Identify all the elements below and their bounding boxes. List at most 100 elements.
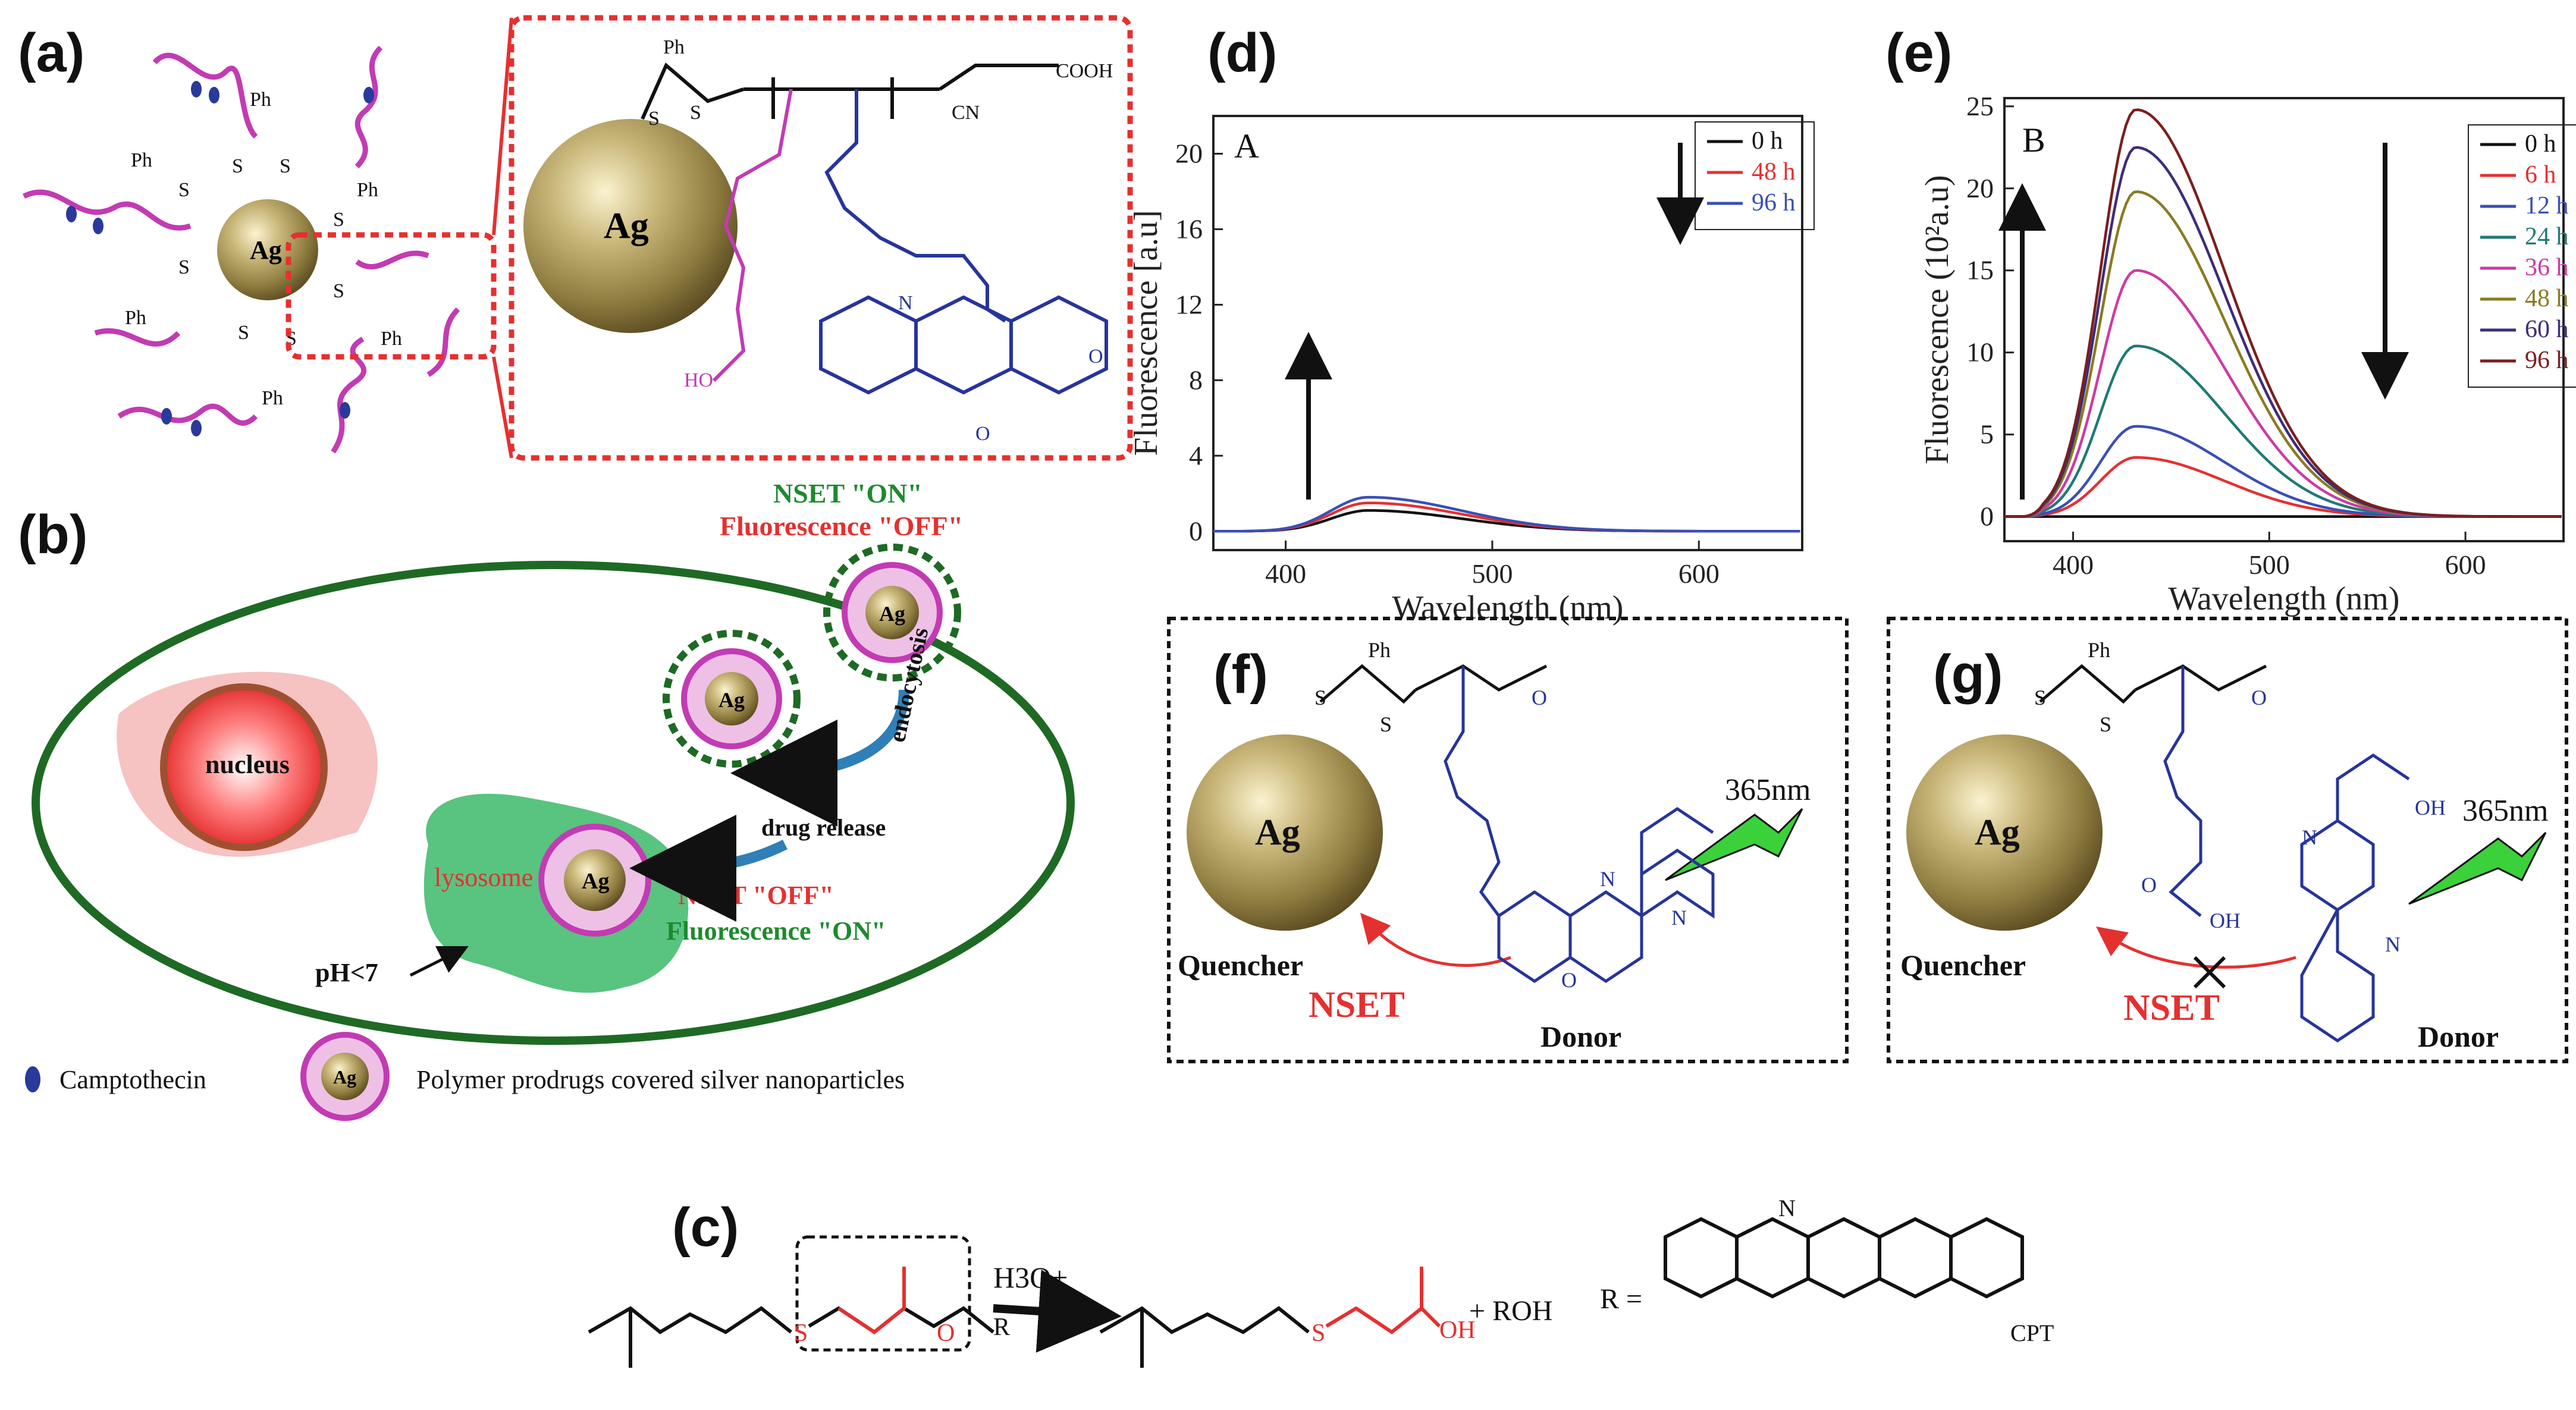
zoom-box-large — [509, 15, 1133, 461]
y-axis-label: Fluorescence [a.u] — [1128, 210, 1165, 456]
zoom-box-small — [285, 232, 497, 360]
legend-label: 6 h — [2525, 161, 2556, 189]
y-tick-label: 16 — [1175, 213, 1203, 244]
ph-arrow — [409, 946, 469, 977]
nset-blocked-g — [2193, 956, 2226, 989]
c-r-eq: R = — [1600, 1283, 1642, 1315]
svg-text:S: S — [238, 322, 249, 344]
donor-g: Donor — [2418, 1020, 2499, 1053]
svg-text:S: S — [333, 280, 344, 302]
structure-f — [1319, 664, 1715, 984]
y-tick-label: 10 — [1966, 337, 1994, 368]
y-tick-label: 0 — [1980, 501, 1994, 532]
plot-frame — [2003, 97, 2565, 542]
svg-text:Ph: Ph — [381, 328, 402, 350]
release-arrow — [629, 814, 788, 922]
donor-f: Donor — [1540, 1020, 1621, 1053]
fluor-off-label: Fluorescence "OFF" — [720, 511, 963, 541]
svg-text:S: S — [648, 108, 660, 130]
svg-text:S: S — [2100, 712, 2111, 736]
series-line — [2004, 456, 2562, 518]
quencher-f: Quencher — [1178, 949, 1303, 982]
x-tick-label: 500 — [1471, 558, 1513, 589]
inset-label: B — [2022, 121, 2045, 159]
zoom-structure — [641, 62, 1108, 395]
nset-arrow-g — [2095, 927, 2296, 969]
plot-frame — [1212, 115, 1803, 551]
svg-text:Ph: Ph — [663, 36, 685, 58]
legend-label: 0 h — [1752, 127, 1783, 155]
svg-text:COOH: COOH — [1056, 60, 1113, 82]
svg-text:S: S — [333, 209, 344, 231]
ph-label: pH<7 — [315, 958, 378, 987]
legend-drug-icon — [25, 1066, 40, 1092]
uv-g: 365nm — [2462, 794, 2548, 828]
c-cpt-label: CPT — [2010, 1320, 2054, 1346]
svg-text:N: N — [898, 292, 913, 314]
svg-text:O: O — [1088, 346, 1103, 368]
svg-text:O: O — [2251, 686, 2267, 709]
x-tick-label: 400 — [2053, 549, 2094, 580]
series-line — [2004, 108, 2562, 518]
svg-text:O: O — [1561, 968, 1577, 992]
y-tick-label: 0 — [1189, 516, 1203, 546]
lysosome-label: lysosome — [434, 863, 533, 892]
np-entering: Ag — [823, 544, 961, 682]
svg-text:Ag: Ag — [879, 602, 905, 626]
uv-f: 365nm — [1725, 773, 1811, 807]
x-axis-label: Wavelength (nm) — [1392, 589, 1624, 626]
ag-core-zoom — [523, 119, 738, 333]
legend-label: 96 h — [2525, 347, 2569, 374]
ag-core-f — [1187, 734, 1383, 931]
legend-label: 48 h — [2525, 285, 2569, 312]
c-s-atom: S — [794, 1320, 808, 1347]
legend-box — [1695, 121, 1815, 230]
quencher-g: Quencher — [1900, 949, 2026, 982]
svg-text:Ph: Ph — [357, 179, 378, 201]
svg-text:Ph: Ph — [1368, 638, 1391, 662]
svg-text:Ph: Ph — [125, 307, 146, 329]
x-tick-label: 400 — [1265, 558, 1306, 589]
svg-text:OH: OH — [2415, 796, 2446, 819]
legend-label: 0 h — [2525, 130, 2556, 158]
legend-label: 36 h — [2525, 254, 2569, 281]
uv-bolt-g — [2408, 831, 2547, 905]
inset-label: A — [1234, 127, 1259, 165]
c-reactant — [588, 1306, 994, 1368]
ag-label-a: Ag — [250, 235, 282, 265]
legend-label: 60 h — [2525, 316, 2569, 343]
fluor-on-label: Fluorescence "ON" — [666, 916, 886, 946]
x-tick-label: 600 — [2445, 549, 2486, 580]
np-lysosome: Ag — [538, 824, 651, 937]
panel-c-label: (c) — [672, 1197, 739, 1258]
legend-label: 96 h — [1752, 189, 1796, 216]
legend-box — [2468, 124, 2576, 388]
svg-text:Ag: Ag — [582, 869, 609, 894]
zoom-atom-labels: S S Ph COOH CN HO N O O — [648, 36, 1113, 445]
svg-text:CN: CN — [952, 102, 980, 124]
ag-core-g — [1906, 734, 2103, 931]
svg-text:HO: HO — [684, 369, 713, 391]
c-cpt-n1: N — [1778, 1195, 1796, 1221]
c-product — [1099, 1306, 1310, 1368]
series-line — [2004, 146, 2562, 518]
c-o-atom: O — [937, 1320, 955, 1347]
svg-text:O: O — [2141, 873, 2157, 897]
c-box — [795, 1235, 971, 1352]
atoms-f: Ph S S O N N O — [1314, 638, 1687, 992]
svg-text:Ph: Ph — [2088, 638, 2110, 662]
zoom-line-bottom — [492, 356, 513, 459]
c-plus-roh: + ROH — [1469, 1295, 1552, 1327]
nucleus-label: nucleus — [205, 750, 290, 779]
c-cpt-structure — [1664, 1217, 2024, 1299]
panel-f: (f) Ag Quencher NSET Donor 365nm Ph S S … — [1167, 617, 1849, 1063]
legend-label: 48 h — [1752, 158, 1796, 186]
legend-np-icon: Ag — [300, 1032, 390, 1121]
legend-label: 12 h — [2525, 192, 2569, 219]
panel-e-label: (e) — [1885, 23, 1952, 83]
panel-g-label: (g) — [1933, 644, 2003, 705]
